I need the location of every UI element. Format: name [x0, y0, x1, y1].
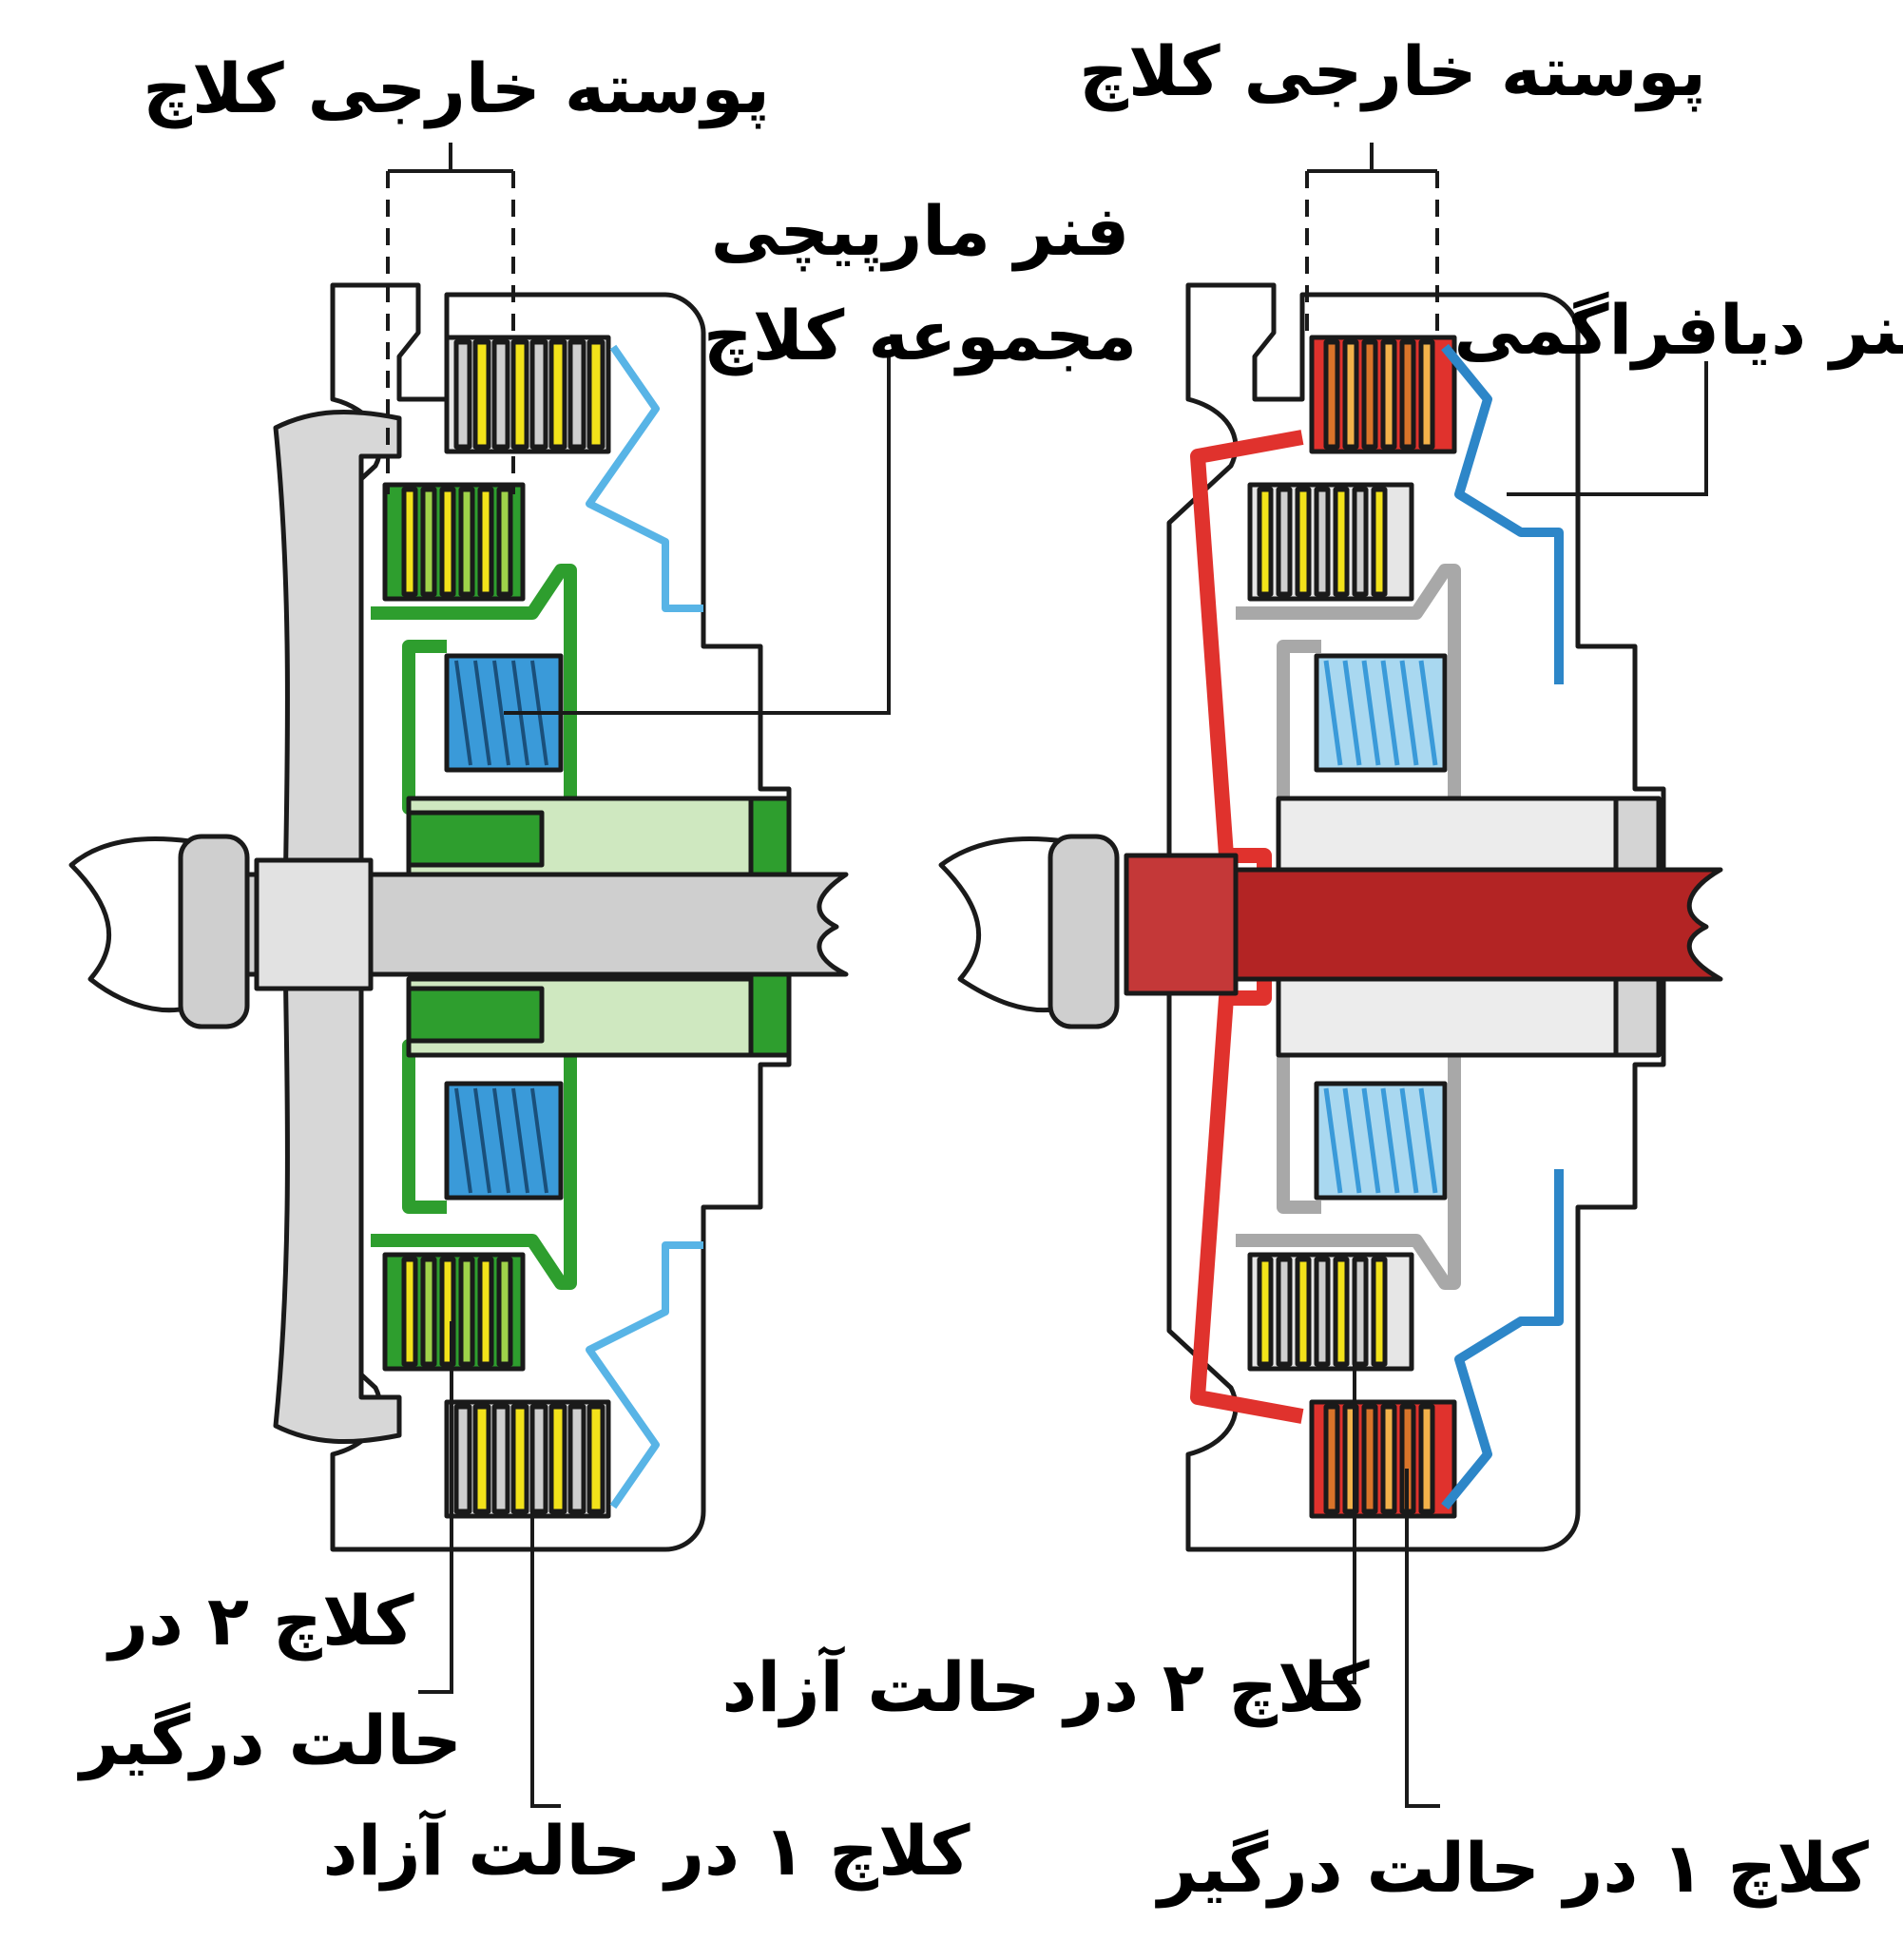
leader-left-clutch1 — [530, 1464, 561, 1808]
left-clutch1-plates-top — [444, 335, 611, 454]
left-diaphragm-spring-top — [586, 344, 703, 612]
right-coil-spring-top — [1314, 653, 1448, 773]
right-housing-bracket — [1305, 143, 1439, 342]
right-hub-flange — [1048, 834, 1120, 1029]
right-diaphragm-spring-bottom — [1441, 1169, 1564, 1510]
diaphragm-spring-label: فنر دیافراگمی — [1453, 290, 1903, 371]
right-clutch2-plates-top — [1247, 482, 1414, 602]
right-solid-shaft — [1124, 867, 1723, 982]
left-spline — [254, 857, 374, 991]
right-clutch-drawing — [938, 282, 1723, 1552]
left-clutch2-label-line1: کلاچ ۲ در — [106, 1581, 414, 1662]
left-clutch2-plates-bottom — [382, 1252, 526, 1372]
clutch-assembly-label: مجموعه کلاچ — [703, 296, 1137, 376]
left-clutch1-label: کلاچ ۱ در حالت آزاد — [323, 1809, 971, 1892]
right-diaphragm-spring-top — [1441, 343, 1564, 684]
left-housing-bracket — [386, 143, 515, 494]
right-gray-piston-top — [1236, 564, 1461, 815]
right-coil-spring-bottom — [1314, 1081, 1448, 1201]
leader-diaphragm-spring — [1507, 361, 1708, 496]
left-input-shaft-stub — [68, 836, 193, 1013]
right-clutch2-plates-bottom — [1247, 1252, 1414, 1372]
left-clutch2-label-line2: حالت درگیر — [77, 1701, 462, 1781]
left-hub-flange — [178, 834, 250, 1029]
left-green-piston-top — [371, 564, 577, 815]
right-clutch1-label: کلاچ ۱ در حالت درگیر — [1155, 1828, 1869, 1909]
leader-coil-spring — [504, 356, 891, 715]
right-spline — [1124, 853, 1239, 996]
right-input-shaft-stub — [938, 836, 1067, 1013]
right-gray-piston-bottom — [1236, 1039, 1461, 1290]
right-clutch1-plates-bottom — [1309, 1399, 1457, 1519]
left-clutch2-plates-top — [382, 482, 526, 602]
coil-spring-label: فنر مارپیچی — [711, 191, 1130, 272]
leader-right-clutch1 — [1405, 1469, 1440, 1808]
right-outer-housing-label: پوسته خارجی کلاچ — [1079, 31, 1706, 112]
left-solid-shaft — [244, 872, 849, 977]
left-clutch1-plates-bottom — [444, 1399, 611, 1519]
right-clutch1-plates-top — [1309, 335, 1457, 454]
right-clutch2-label: کلاچ ۲ در حالت آزاد — [722, 1645, 1370, 1728]
leader-left-clutch2 — [418, 1321, 453, 1694]
left-coil-spring-bottom — [444, 1081, 564, 1201]
left-outer-housing-label: پوسته خارجی کلاچ — [143, 48, 770, 129]
left-green-piston-bottom — [371, 1039, 577, 1290]
left-diaphragm-spring-bottom — [586, 1241, 703, 1509]
leader-lines — [418, 356, 1708, 1808]
leader-right-clutch2 — [1321, 1326, 1356, 1684]
